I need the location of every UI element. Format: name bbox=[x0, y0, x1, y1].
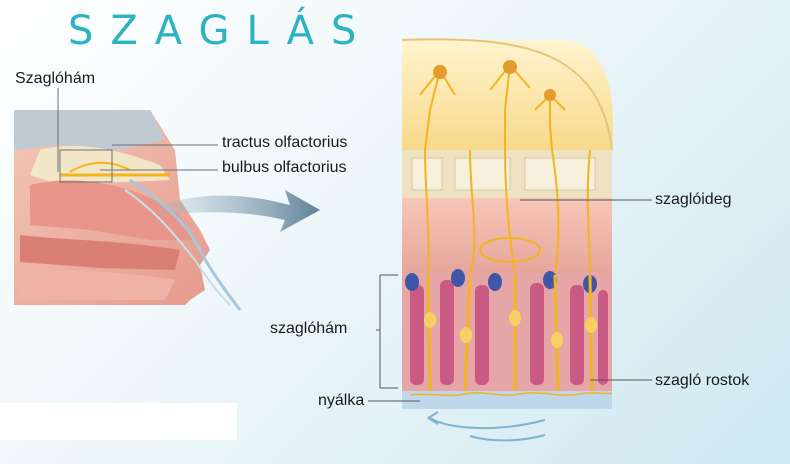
page-title: SZAGLÁS bbox=[68, 8, 374, 54]
tissue-block bbox=[401, 38, 614, 442]
label-tractus-olfactorius: tractus olfactorius bbox=[222, 134, 348, 151]
head-cross-section bbox=[14, 88, 242, 311]
label-szaglohom-top: Szaglóhám bbox=[15, 70, 96, 87]
leader-lines bbox=[368, 199, 652, 402]
label-szaglo-rostok: szagló rostok bbox=[655, 372, 750, 389]
label-nyalka: nyálka bbox=[318, 392, 365, 409]
label-bulbus-olfactorius: bulbus olfactorius bbox=[222, 159, 347, 176]
blank-box bbox=[0, 403, 237, 440]
label-szaglohom-side: szaglóhám bbox=[270, 320, 348, 337]
direction-arrow bbox=[160, 190, 320, 232]
label-szagloideg: szaglóideg bbox=[655, 191, 732, 208]
